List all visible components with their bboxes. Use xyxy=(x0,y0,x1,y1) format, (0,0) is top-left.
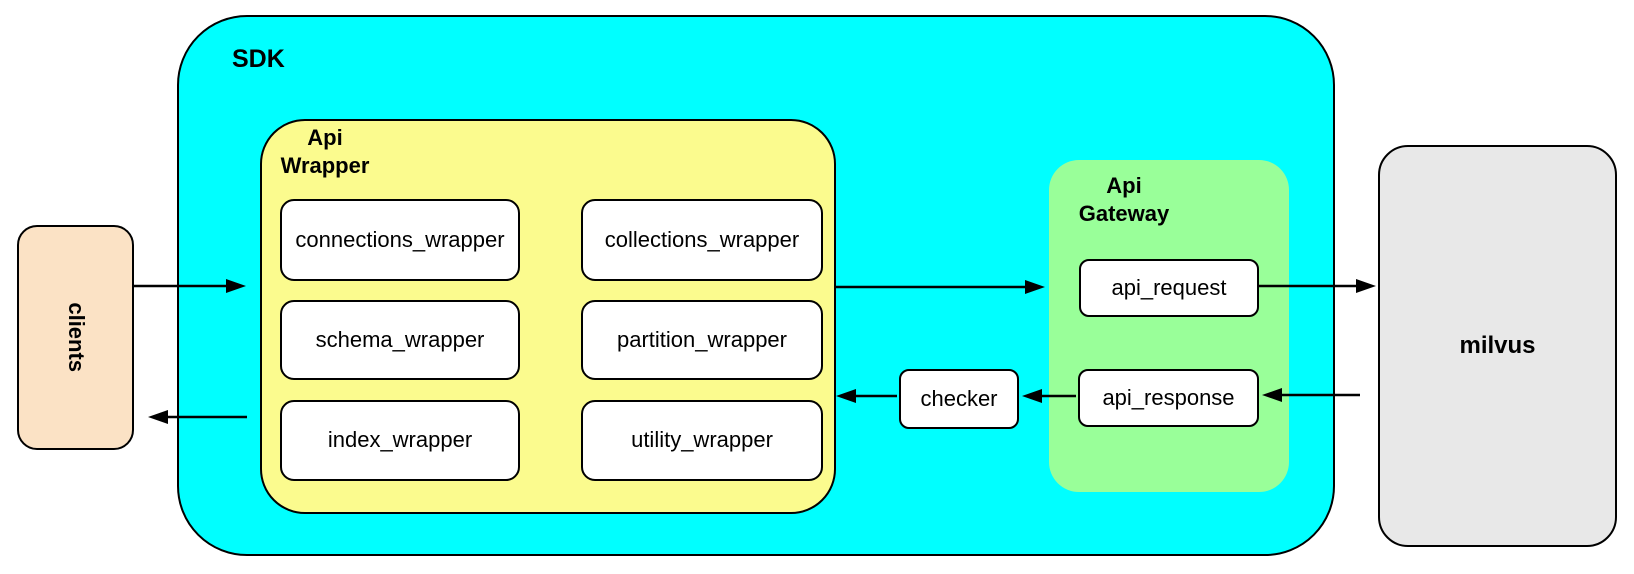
schema-wrapper-label: schema_wrapper xyxy=(315,326,485,352)
node-index-wrapper: index_wrapper xyxy=(280,400,520,481)
checker-label: checker xyxy=(920,385,998,411)
index-wrapper-label: index_wrapper xyxy=(327,427,473,453)
node-checker: checker xyxy=(899,369,1019,429)
connections-wrapper-label: connections_wrapper xyxy=(295,226,505,252)
clients-box: clients xyxy=(17,225,134,450)
clients-label: clients xyxy=(63,302,89,373)
node-partition-wrapper: partition_wrapper xyxy=(581,300,823,380)
partition-wrapper-label: partition_wrapper xyxy=(617,326,787,352)
node-collections-wrapper: collections_wrapper xyxy=(581,199,823,281)
api-request-label: api_request xyxy=(1111,274,1227,300)
node-api-response: api_response xyxy=(1078,369,1259,427)
sdk-label: SDK xyxy=(232,45,285,73)
api-gateway-container: Api Gateway api_request api_response xyxy=(1049,160,1289,492)
collections-wrapper-label: collections_wrapper xyxy=(604,226,800,252)
milvus-box: milvus xyxy=(1378,145,1617,547)
api-wrapper-container: Api Wrapper connections_wrapper collecti… xyxy=(260,119,836,514)
node-utility-wrapper: utility_wrapper xyxy=(581,400,823,481)
api-gateway-label: Api Gateway xyxy=(1078,173,1170,226)
sdk-container: SDK Api Wrapper connections_wrapper coll… xyxy=(177,15,1335,556)
api-response-label: api_response xyxy=(1102,384,1235,410)
milvus-label: milvus xyxy=(1459,331,1536,359)
utility-wrapper-label: utility_wrapper xyxy=(631,427,773,453)
node-schema-wrapper: schema_wrapper xyxy=(280,300,520,380)
node-connections-wrapper: connections_wrapper xyxy=(280,199,520,281)
api-wrapper-label: Api Wrapper xyxy=(280,125,370,178)
node-api-request: api_request xyxy=(1079,259,1259,317)
